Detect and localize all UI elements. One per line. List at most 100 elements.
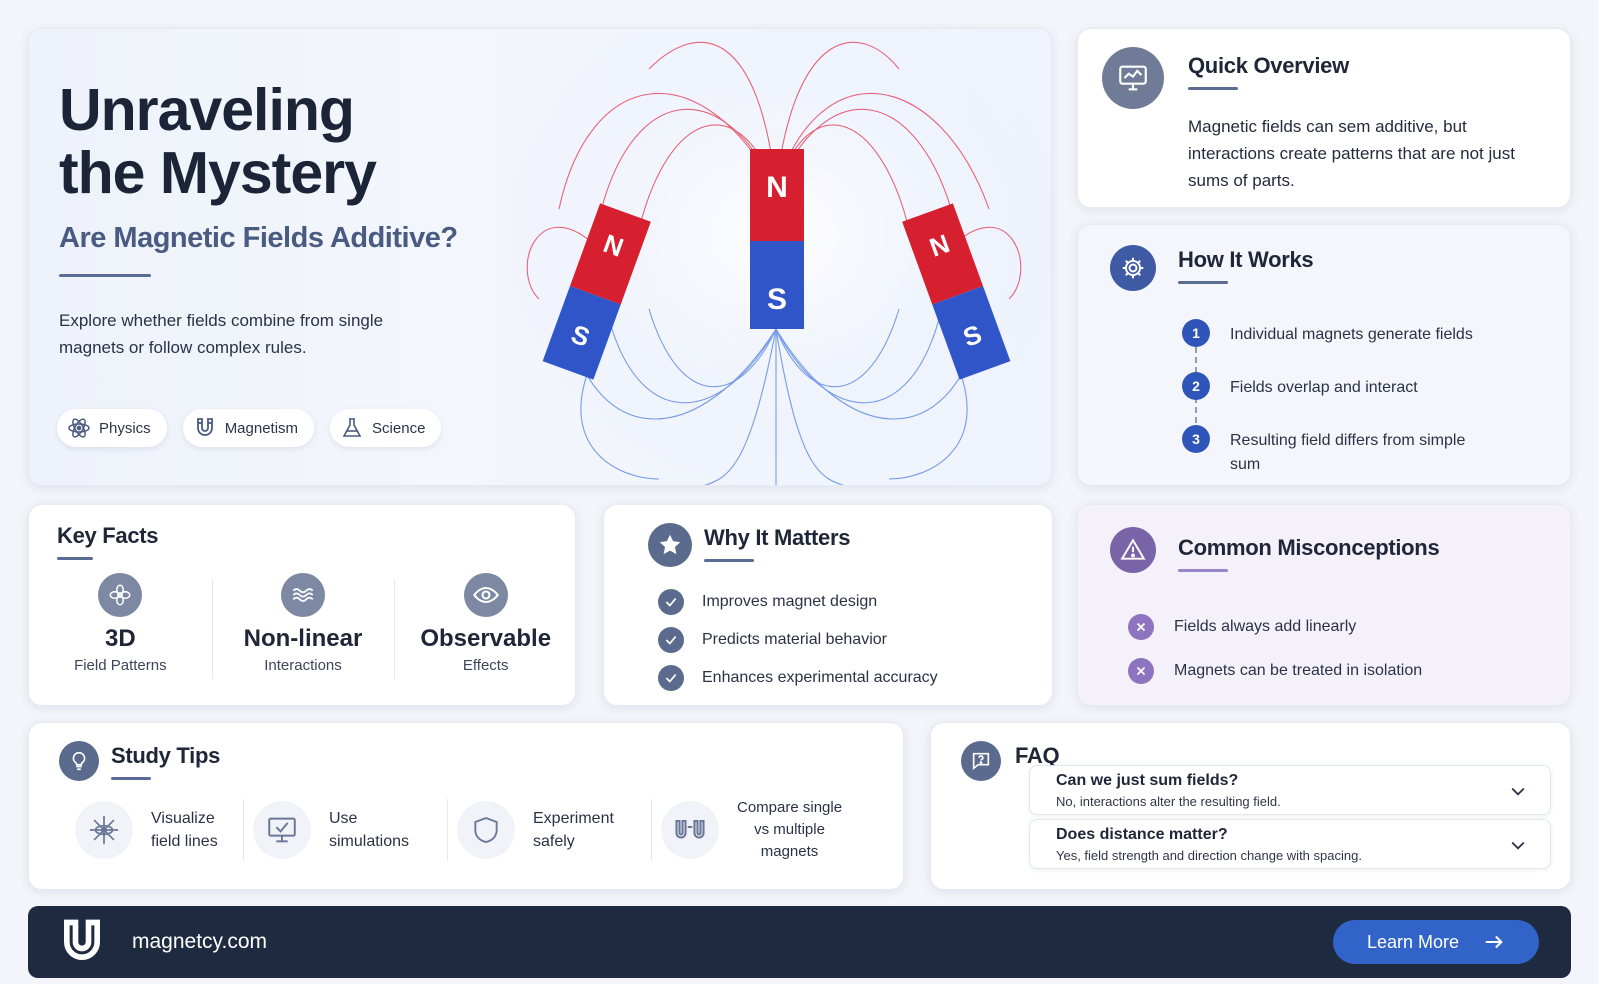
x-icon [1128,658,1154,684]
how-title: How It Works [1178,247,1314,272]
why-header: Why It Matters [704,525,850,562]
fact-item: Non-linear Interactions [211,573,395,679]
faq-answer: Yes, field strength and direction change… [1056,848,1362,863]
lightbulb-icon [59,741,99,781]
step-text: Fields overlap and interact [1230,379,1418,396]
compare-magnets-icon [661,801,719,859]
magnet-logo-icon [64,919,100,960]
facts-header: Key Facts [57,523,159,560]
mis-divider [1178,569,1228,572]
step-number: 2 [1182,372,1210,400]
topic-chips: Physics Magnetism Science [57,409,442,447]
step-text: Resulting field differs from simple sum [1230,432,1466,473]
tip-text: Visualize field lines [151,807,218,853]
chip-magnetism[interactable]: Magnetism [182,409,315,447]
tip-line: safely [533,833,575,850]
tip-line: Compare single [737,799,843,816]
how-it-works-card: How It Works 1 Individual magnets genera… [1077,224,1571,486]
faq-title: FAQ [1015,743,1060,768]
overview-body: Magnetic fields can sem additive, but in… [1188,117,1515,190]
x-icon [1128,614,1154,640]
fact-value: Observable [420,625,552,652]
atom-icon [68,418,90,438]
tip-line: magnets [760,843,819,860]
tip-item: Experiment safely [447,799,651,861]
field-pattern-icon [98,573,143,617]
star-icon [648,523,692,567]
step-text: Individual magnets generate fields [1230,326,1473,343]
why-title: Why It Matters [704,525,851,550]
right-magnet: N S [902,203,1011,380]
learn-more-button[interactable]: Learn More [1333,920,1539,964]
chip-physics[interactable]: Physics [57,409,167,447]
how-divider [1178,281,1228,284]
list-item: Improves magnet design [658,583,938,621]
why-list: Improves magnet design Predicts material… [658,583,938,697]
chip-label: Science [372,419,426,437]
tip-text: Compare single vs multiple magnets [737,797,842,863]
hero-title-line-1: Unraveling [59,77,355,143]
chip-label: Magnetism [224,419,299,437]
fact-item: Observable Effects [394,573,577,679]
faq-answer: No, interactions alter the resulting fie… [1056,794,1281,809]
misconceptions-card: Common Misconceptions Fields always add … [1077,504,1571,706]
faq-item[interactable]: Can we just sum fields? No, interactions… [1029,765,1551,815]
fact-value: 3D [104,625,136,652]
hero-title-line-2: the Mystery [59,140,377,206]
tip-line: Use [329,810,358,827]
magnet-icon [196,418,213,436]
center-magnet: N S [750,149,804,329]
faq-item[interactable]: Does distance matter? Yes, field strengt… [1029,819,1551,869]
study-tips-card: Study Tips Visualize field lines [28,722,904,890]
chip-science[interactable]: Science [330,409,442,447]
question-icon [961,741,1001,781]
learn-more-label: Learn More [1366,931,1460,952]
facts-divider [57,557,93,560]
list-item: Fields always add linearly [1128,605,1422,649]
list-item: Enhances experimental accuracy [658,659,938,697]
tips-row: Visualize field lines Use simulations [65,799,885,861]
hero-title: Unraveling the Mystery [59,77,377,206]
tip-line: Experiment [533,810,614,827]
field-lines-icon [75,801,133,859]
center-magnet-south: S [767,283,787,316]
why-it-matters-card: Why It Matters Improves magnet design Pr… [603,504,1053,706]
chevron-down-icon[interactable] [1508,781,1528,801]
chevron-down-icon[interactable] [1508,835,1528,855]
tips-header: Study Tips [111,743,220,780]
center-magnet-north: N [766,171,788,204]
monitor-chart-icon [1102,47,1164,109]
step-item: 1 Individual magnets generate fields [1182,319,1500,372]
quick-overview-card: Quick Overview Magnetic fields can sem a… [1077,28,1571,208]
how-header: How It Works [1178,247,1314,284]
why-divider [704,559,754,562]
step-item: 2 Fields overlap and interact [1182,372,1500,425]
site-domain[interactable]: magnetcy.com [132,930,267,953]
mis-title: Common Misconceptions [1178,535,1440,560]
step-item: 3 Resulting field differs from simple su… [1182,425,1500,478]
mis-list: Fields always add linearly Magnets can b… [1128,605,1422,693]
list-item-text: Fields always add linearly [1174,618,1357,635]
list-item-text: Predicts material behavior [702,631,887,648]
step-number: 3 [1182,425,1210,453]
flask-icon [342,418,362,437]
key-facts-card: Key Facts 3D Field Patterns [28,504,576,706]
list-item: Magnets can be treated in isolation [1128,649,1422,693]
tip-item: Use simulations [243,799,447,861]
fact-label: Interactions [264,657,342,674]
tip-item: Compare single vs multiple magnets [651,799,871,861]
fact-value: Non-linear [243,625,363,652]
faq-header: FAQ [1015,743,1060,769]
gear-icon [1110,245,1156,291]
overview-divider [1188,87,1238,90]
faq-question: Can we just sum fields? [1056,772,1239,789]
hero-subtitle: Are Magnetic Fields Additive? [59,222,458,254]
facts-title: Key Facts [57,523,159,548]
tip-line: Visualize [151,810,215,827]
check-icon [658,589,684,615]
facts-row: 3D Field Patterns Non-linear Interaction… [29,573,577,679]
tips-divider [111,777,151,780]
list-item: Predicts material behavior [658,621,938,659]
how-steps: 1 Individual magnets generate fields 2 F… [1182,319,1500,478]
shield-icon [457,801,515,859]
